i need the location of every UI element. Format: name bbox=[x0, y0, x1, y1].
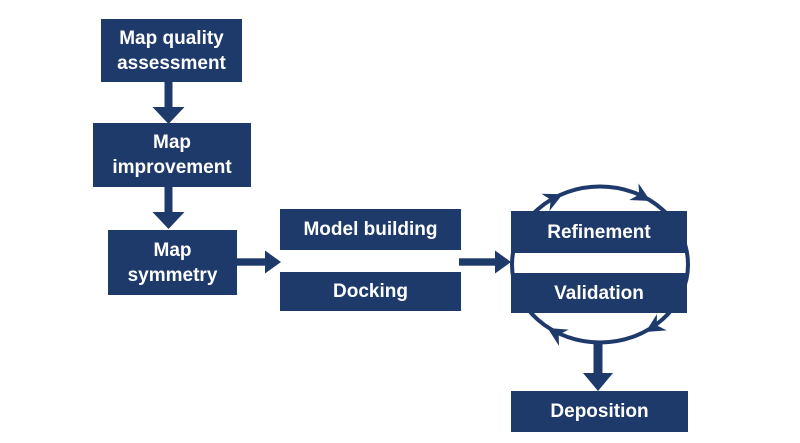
node-deposition: Deposition bbox=[511, 391, 688, 432]
node-label-line: assessment bbox=[117, 52, 226, 74]
node-label-line: symmetry bbox=[127, 264, 218, 286]
node-label-line: Map bbox=[153, 132, 191, 153]
iteration-cycle-arrows bbox=[510, 183, 690, 346]
node-map-symmetry: Map symmetry bbox=[108, 230, 237, 295]
cycle-arrowhead-bottom-right bbox=[645, 314, 667, 333]
node-label-line: Map quality bbox=[119, 27, 224, 49]
cycle-arrowhead-bottom-left bbox=[547, 327, 569, 346]
node-map-improvement: Map improvement bbox=[93, 123, 251, 187]
arrow-improvement-to-symmetry bbox=[152, 187, 185, 229]
cycle-arrowhead-top-right bbox=[629, 183, 651, 201]
node-model-building: Model building bbox=[280, 209, 461, 250]
arrow-refinement-to-deposition bbox=[583, 341, 613, 391]
node-refinement: Refinement bbox=[511, 211, 687, 253]
node-label-line: Validation bbox=[554, 282, 644, 304]
node-label-line: Refinement bbox=[547, 221, 651, 243]
node-label-line: Map bbox=[153, 239, 192, 261]
node-validation: Validation bbox=[511, 273, 687, 313]
node-label-line: improvement bbox=[112, 157, 232, 178]
node-label-line: Deposition bbox=[550, 401, 649, 422]
arrow-symmetry-to-modeling bbox=[236, 250, 281, 274]
node-label-line: Model building bbox=[303, 219, 438, 240]
arrow-modeling-to-refinement bbox=[459, 250, 511, 274]
cycle-arrowhead-top-left bbox=[541, 193, 563, 211]
arrow-quality-to-improvement bbox=[152, 82, 185, 124]
node-map-quality-assessment: Map quality assessment bbox=[101, 19, 242, 82]
node-docking: Docking bbox=[280, 272, 461, 311]
node-label-line: Docking bbox=[333, 281, 408, 302]
